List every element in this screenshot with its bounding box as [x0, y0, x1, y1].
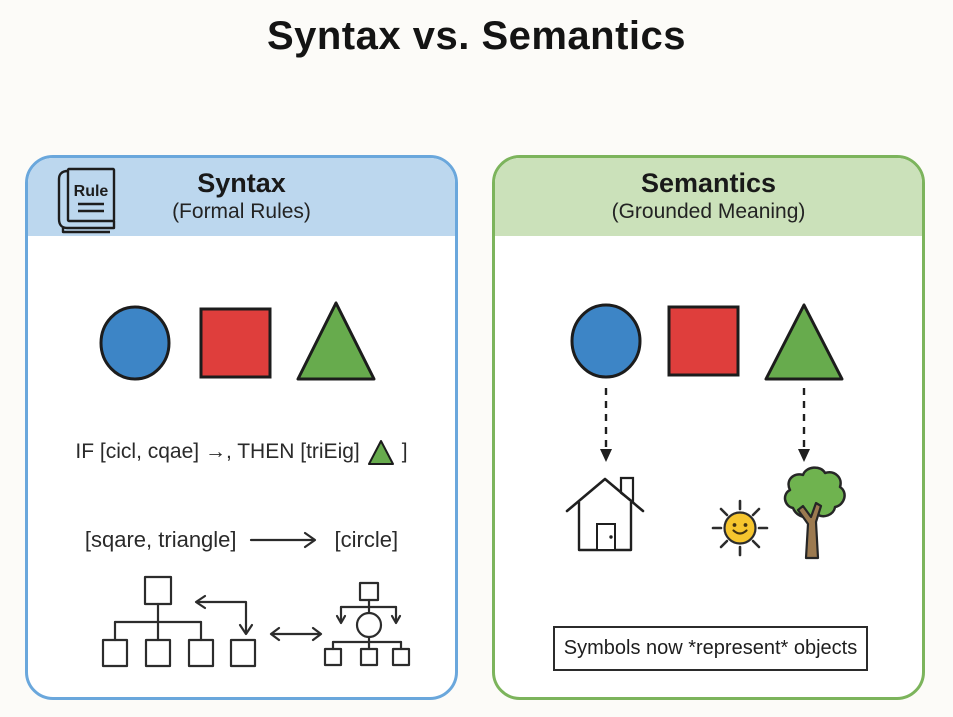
rule-rewrite-right: [circle] — [334, 527, 399, 552]
rule-if-then-bracket: ] — [401, 440, 408, 463]
inline-triangle-icon — [367, 440, 394, 465]
sun-icon — [711, 499, 769, 557]
semantics-panel-title: Semantics — [640, 168, 777, 198]
dashed-arrow-icon — [600, 388, 612, 462]
rule-rewrite: [sqare, triangle] [circle] — [28, 527, 455, 553]
parse-trees-diagram — [101, 575, 411, 668]
syntax-panel-title: Syntax — [197, 168, 286, 198]
house-icon — [565, 476, 645, 552]
semantics-panel-header: Semantics (Grounded Meaning) — [495, 158, 922, 236]
rule-rewrite-left: [sqare, triangle] — [84, 527, 237, 552]
semantics-header-text: Semantics (Grounded Meaning) — [495, 168, 922, 225]
syntax-panel-subtitle: (Formal Rules) — [172, 200, 311, 224]
red-square-symbol — [199, 307, 272, 379]
semantics-caption: Symbols now *represent* objects — [553, 626, 868, 671]
syntax-panel: Rule Syntax (Formal Rules) IF [cicl, cqa… — [25, 155, 458, 700]
green-triangle-symbol — [296, 301, 376, 381]
red-square-symbol — [667, 305, 740, 377]
dashed-arrow-icon — [798, 388, 810, 462]
rule-book-label: Rule — [74, 183, 109, 200]
blue-circle-symbol — [570, 303, 642, 379]
rule-if-then: IF [cicl, cqae] →, THEN [triEig] ] — [28, 438, 455, 466]
syntax-panel-header: Rule Syntax (Formal Rules) — [28, 158, 455, 236]
blue-circle-symbol — [99, 305, 171, 381]
semantics-panel: Semantics (Grounded Meaning) — [492, 155, 925, 700]
semantics-panel-subtitle: (Grounded Meaning) — [611, 200, 806, 224]
rule-book-icon: Rule — [50, 165, 126, 242]
rule-if-then-text: IF [cicl, cqae] →, THEN [triEig] — [75, 440, 360, 463]
green-triangle-symbol — [764, 303, 844, 381]
page-title: Syntax vs. Semantics — [266, 14, 687, 58]
long-arrow-icon — [249, 531, 316, 549]
bent-arrow-icon — [196, 600, 248, 635]
syntax-header-text: Syntax (Formal Rules) — [28, 168, 455, 225]
tree-icon — [783, 466, 846, 560]
